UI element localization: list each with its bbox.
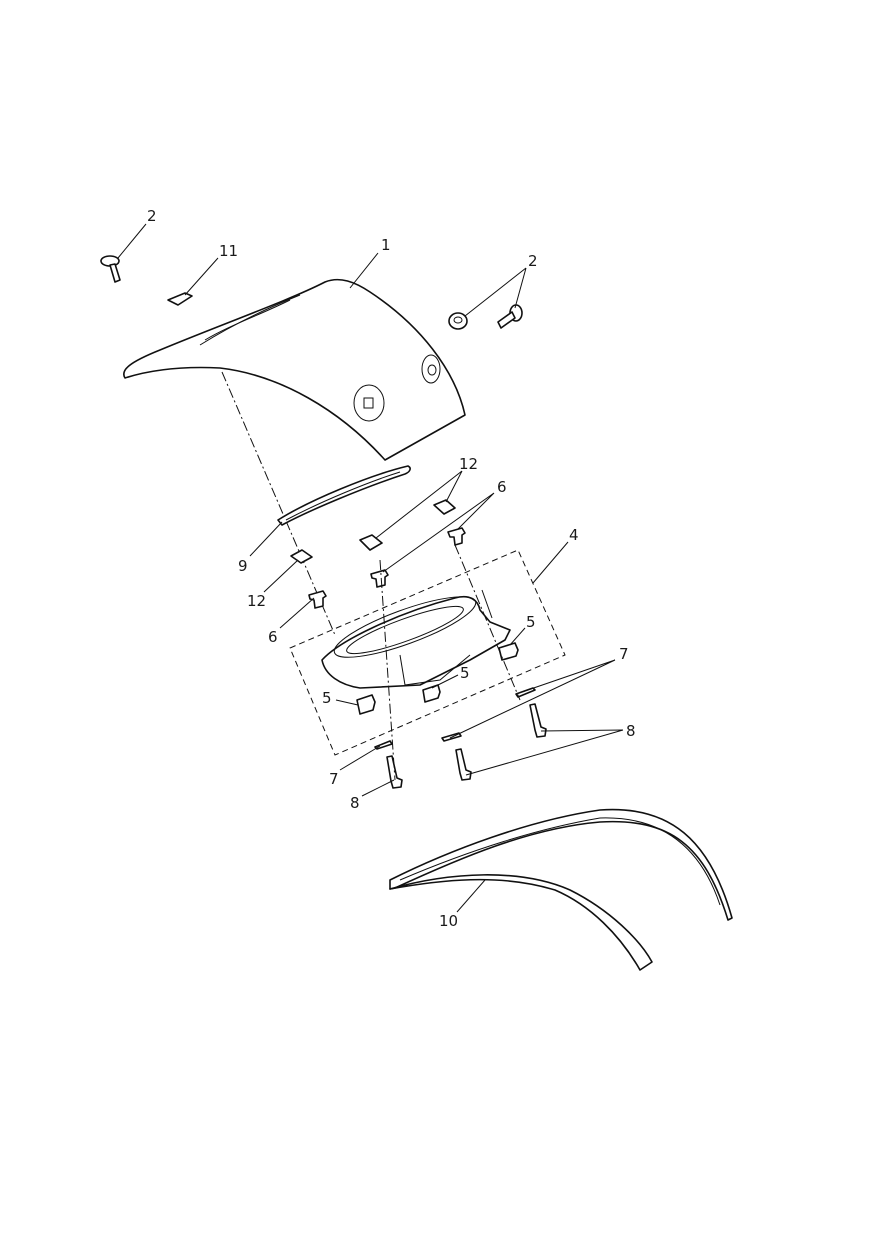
part-grommet-5[interactable] <box>498 642 519 661</box>
callout-2: 2 <box>528 252 538 270</box>
callout-10: 10 <box>439 912 458 930</box>
part-grommet-6[interactable] <box>447 527 466 546</box>
callout-12: 12 <box>459 455 478 473</box>
callout-4: 4 <box>569 526 579 544</box>
callout-7: 7 <box>619 645 629 663</box>
assembly-box-4 <box>289 549 566 756</box>
part-cowl[interactable] <box>123 278 466 461</box>
part-gasket-9[interactable] <box>277 465 411 526</box>
callout-6: 6 <box>268 628 278 646</box>
callout-8: 8 <box>626 722 636 740</box>
part-grommet-5[interactable] <box>422 684 441 703</box>
part-clip-12[interactable] <box>433 499 456 515</box>
part-screw-2[interactable] <box>497 304 523 329</box>
callout-9: 9 <box>238 557 248 575</box>
part-bolt-8[interactable] <box>529 703 547 738</box>
callout-5: 5 <box>460 664 470 682</box>
part-washer-7[interactable] <box>515 687 536 698</box>
part-bolt-8[interactable] <box>455 748 472 781</box>
part-clip-12[interactable] <box>359 534 383 551</box>
part-screw-2[interactable] <box>448 312 468 330</box>
part-grommet-5[interactable] <box>356 694 376 715</box>
part-screw-2[interactable] <box>100 255 121 283</box>
callout-8: 8 <box>350 794 360 812</box>
callout-2: 2 <box>147 207 157 225</box>
part-clip-11[interactable] <box>167 292 193 306</box>
part-grommet-6[interactable] <box>370 569 389 588</box>
callout-11: 11 <box>219 242 238 260</box>
callout-5: 5 <box>526 613 536 631</box>
callout-7: 7 <box>329 770 339 788</box>
part-trim-10[interactable] <box>389 808 733 971</box>
callout-5: 5 <box>322 689 332 707</box>
callout-12: 12 <box>247 592 266 610</box>
callout-1: 1 <box>381 236 391 254</box>
leader-lines <box>117 223 624 913</box>
callout-6: 6 <box>497 478 507 496</box>
part-grommet-6[interactable] <box>308 590 327 609</box>
part-clip-12[interactable] <box>290 549 313 564</box>
part-instrument-4[interactable] <box>321 585 511 689</box>
